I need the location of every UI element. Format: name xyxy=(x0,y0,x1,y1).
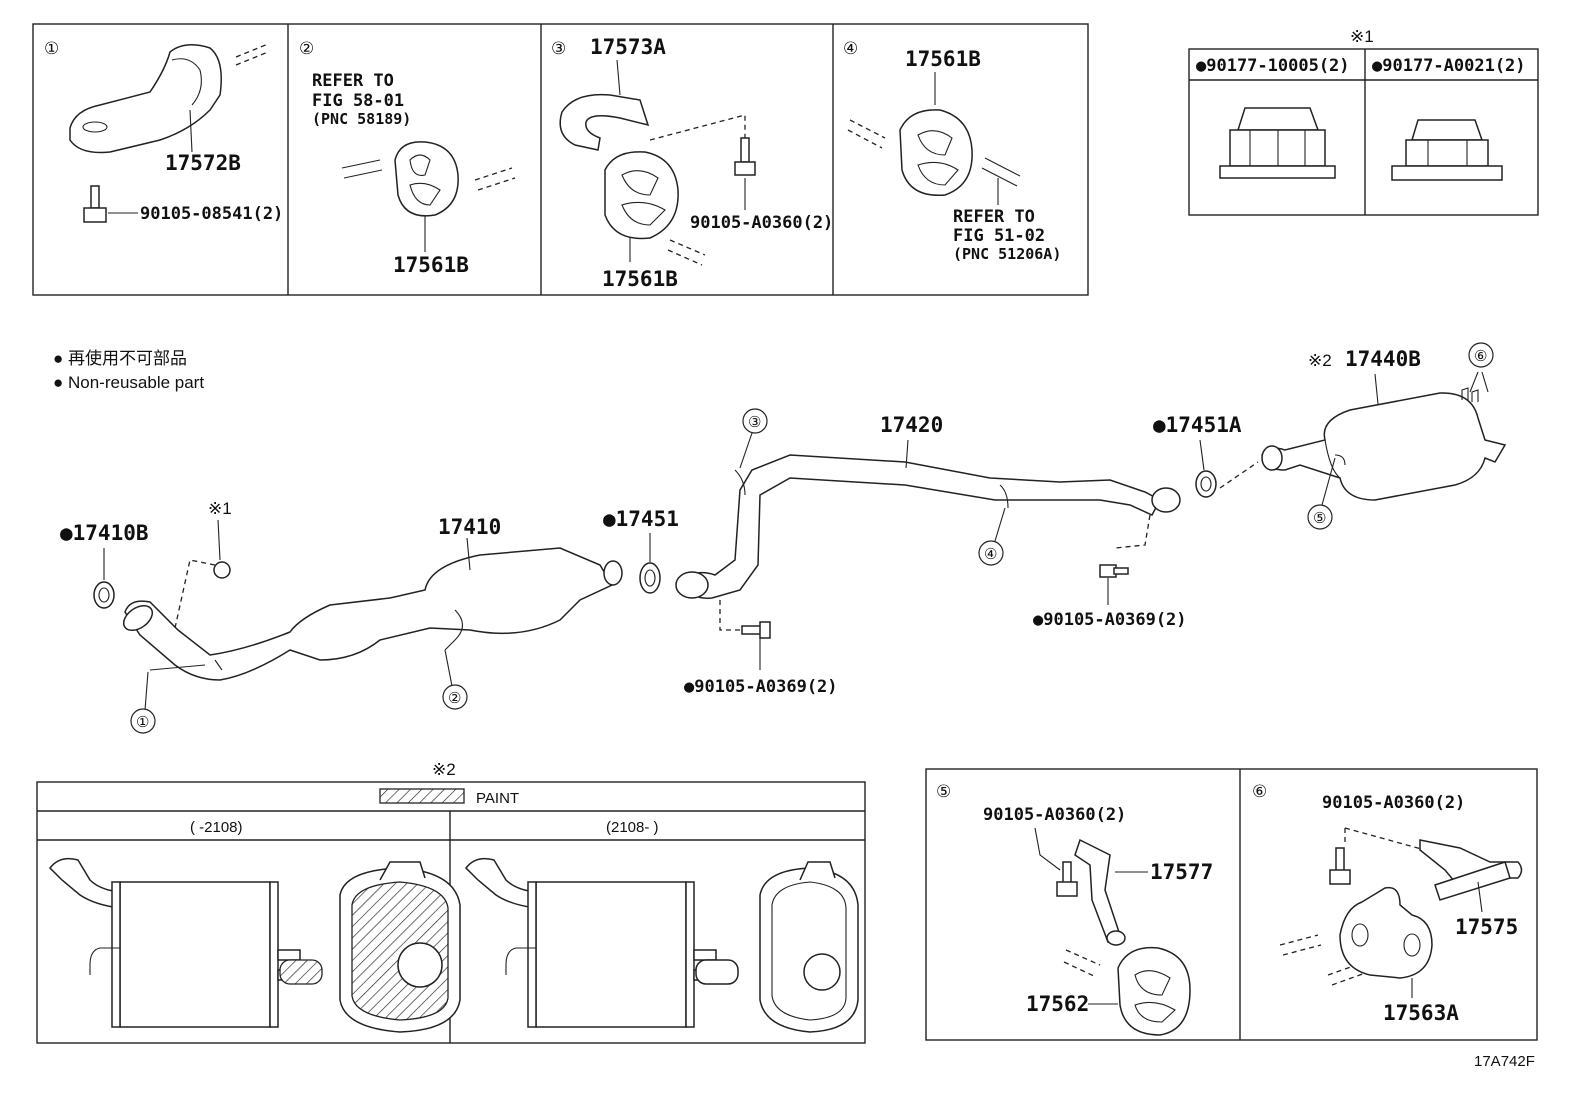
details-box xyxy=(925,768,1538,1041)
part-17561b-c: 17561B xyxy=(905,47,981,71)
nut-table-mark: ※1 xyxy=(1350,27,1374,46)
bracket-17577 xyxy=(1074,838,1121,944)
rubber-mount-17563a xyxy=(1339,886,1433,979)
detail-6-bolt: 90105-A0360(2) xyxy=(1322,793,1465,813)
nut-a0021-icon xyxy=(1391,119,1503,181)
refer-line-4: REFER TO xyxy=(953,207,1035,227)
detail-6-number: ⑥ xyxy=(1252,782,1267,801)
nut-header-2: ●90177-A0021(2) xyxy=(1372,56,1526,76)
part-17451a: ●17451A xyxy=(1153,413,1242,437)
detail-5-number: ⑤ xyxy=(936,782,951,801)
inset-4-number: ④ xyxy=(843,39,858,58)
part-17573a: 17573A xyxy=(590,35,666,59)
bolt-90105-08541: 90105-08541(2) xyxy=(140,204,283,224)
gasket-17451a xyxy=(1195,470,1217,498)
part-17420: 17420 xyxy=(880,413,943,437)
callout-5: ⑤ xyxy=(1313,510,1326,527)
col-2-label: (2108- ) xyxy=(606,819,659,836)
refer-line-2: FIG 58-01 xyxy=(312,91,404,111)
muffler-side-2 xyxy=(535,881,687,1028)
nut-header-1: ●90177-10005(2) xyxy=(1196,56,1350,76)
inset-3: ③ 17573A 90105-A0360(2) 17561B xyxy=(551,35,833,291)
part-17561b-a: 17561B xyxy=(393,253,469,277)
bolt-90105-a0369-a: ●90105-A0369(2) xyxy=(684,677,838,697)
inset-4: ④ 17561B REFER TO FIG 51-02 (PNC 51206A) xyxy=(843,39,1061,263)
detail-6: ⑥ 90105-A0360(2) 17575 17563A xyxy=(1252,782,1523,1025)
nut-icon xyxy=(213,561,231,579)
col-1-label: ( -2108) xyxy=(190,819,243,836)
bolt-icon xyxy=(1329,847,1351,885)
callout-4: ④ xyxy=(984,546,997,563)
part-17410b: ●17410B xyxy=(60,521,149,545)
muffler-17440b xyxy=(1261,392,1507,501)
refer-line-3: (PNC 58189) xyxy=(312,110,411,128)
inset-panel xyxy=(32,23,1089,296)
part-17451: ●17451 xyxy=(603,507,679,531)
paint-mark: ※2 xyxy=(432,760,456,779)
callouts: ① ② ③ ④ ⑤ ⑥ xyxy=(130,342,1494,734)
rubber-mount-icon xyxy=(394,141,459,217)
mark-1: ※1 xyxy=(208,499,232,518)
bolt-90105-a0360-a: 90105-A0360(2) xyxy=(690,213,833,233)
part-17410: 17410 xyxy=(438,515,501,539)
inset-2: ② REFER TO FIG 58-01 (PNC 58189) 17561B xyxy=(299,39,516,277)
gasket-17451 xyxy=(639,562,661,594)
mark-2: ※2 xyxy=(1308,351,1332,370)
nut-10005-icon xyxy=(1219,107,1336,179)
hanger-bracket xyxy=(559,93,650,151)
bolt-90105-a0369-b: ●90105-A0369(2) xyxy=(1033,610,1187,630)
paint-swatch xyxy=(379,788,465,804)
refer-line-6: (PNC 51206A) xyxy=(953,245,1061,263)
main-assembly: ●17410B ※1 17410 ●17451 ●90105- xyxy=(60,347,1507,711)
bolt-icon xyxy=(1099,564,1129,578)
detail-5: ⑤ 90105-A0360(2) 17577 17562 xyxy=(936,782,1213,1036)
inset-1-number: ① xyxy=(44,39,59,58)
detail-5-part-2: 17562 xyxy=(1026,992,1089,1016)
center-pipe-17420 xyxy=(679,454,1162,599)
bracket-17572b xyxy=(69,44,222,154)
bolt-icon xyxy=(734,137,756,176)
callout-2: ② xyxy=(448,690,461,707)
legend-line-2: ● Non-reusable part xyxy=(53,373,204,392)
gasket-17410b xyxy=(93,581,115,609)
part-17572b: 17572B xyxy=(165,151,241,175)
callout-1: ① xyxy=(136,714,149,731)
rubber-mount-icon xyxy=(899,109,973,197)
part-17561b-b: 17561B xyxy=(602,267,678,291)
rubber-mount-icon xyxy=(604,151,679,240)
paint-label: PAINT xyxy=(476,790,519,807)
legend-line-1: ● 再使用不可部品 xyxy=(53,348,187,368)
inset-2-number: ② xyxy=(299,39,314,58)
part-17440b: 17440B xyxy=(1345,347,1421,371)
callout-6: ⑥ xyxy=(1474,348,1487,365)
diagram-code: 17A742F xyxy=(1474,1053,1535,1070)
detail-6-part-2: 17563A xyxy=(1383,1001,1459,1025)
front-pipe-17410 xyxy=(124,547,614,681)
refer-line-5: FIG 51-02 xyxy=(953,226,1045,246)
detail-5-part-1: 17577 xyxy=(1150,860,1213,884)
bolt-icon xyxy=(741,621,771,639)
bolt-icon xyxy=(1056,861,1078,897)
paint-box: ※2 PAINT ( -2108) (2108- ) xyxy=(36,760,866,1044)
detail-5-bolt: 90105-A0360(2) xyxy=(983,805,1126,825)
detail-6-part-1: 17575 xyxy=(1455,915,1518,939)
refer-line-1: REFER TO xyxy=(312,71,394,91)
bolt-icon xyxy=(83,185,107,223)
muffler-side-1 xyxy=(119,881,271,1028)
callout-3: ③ xyxy=(748,414,761,431)
inset-3-number: ③ xyxy=(551,39,566,58)
inset-1: ① 17572B 90105-08541(2) xyxy=(44,39,283,224)
nut-table: ※1 ●90177-10005(2) ●90177-A0021(2) xyxy=(1188,27,1539,216)
muffler-end-2 xyxy=(759,867,859,1033)
